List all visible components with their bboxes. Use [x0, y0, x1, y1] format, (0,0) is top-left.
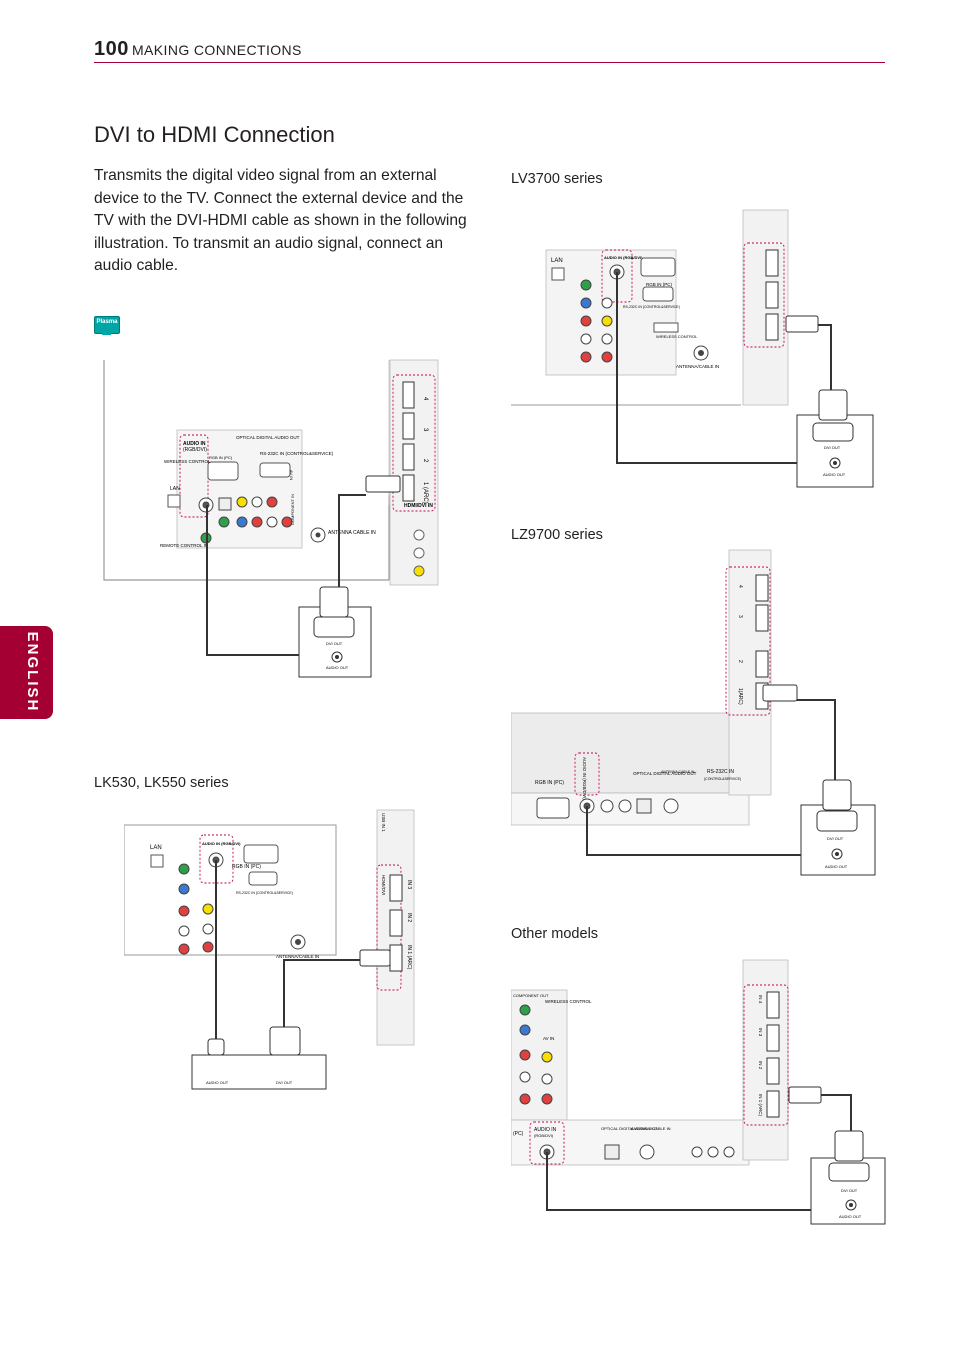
section-title: MAKING CONNECTIONS [132, 42, 302, 58]
lv3700-antenna-label: ANTENNA/CABLE IN [676, 364, 719, 369]
plasma-port-label: 4 [422, 397, 428, 401]
lz9700-port-label: 1(ARC) [737, 688, 743, 705]
lz9700-rs232-label: RS-232C IN [707, 769, 734, 775]
page-number: 100 [94, 38, 129, 60]
lz9700-optical-label: OPTICAL DIGITAL AUDIO OUT [633, 771, 697, 776]
lz9700-rgb-label: RGB IN (PC) [535, 780, 564, 786]
intro-paragraph: Transmits the digital video signal from … [94, 167, 467, 274]
lz9700-connection-diagram: 4 3 2 1(ARC) AUDIO IN (RGB/DVI) RGB IN (… [511, 549, 876, 876]
plasma-audio-in-sub: (RGB/DVI) [183, 447, 207, 453]
lk530-hdmi-label: HDMI/DVI [381, 875, 386, 895]
lk530-lan-label: LAN [150, 845, 162, 851]
header-rule [94, 62, 885, 63]
lv3700-wireless-label: WIRELESS CONTROL [656, 334, 698, 339]
plasma-connection-diagram: 4 3 2 1 (ARC) HDMI/DVI IN AUDIO IN (RGB/… [103, 359, 439, 678]
lv3700-lan-label: LAN [551, 258, 563, 264]
lk530-antenna-label: ANTENNA/CABLE IN [276, 954, 319, 959]
lz9700-dvi-out-label: DVI OUT [827, 836, 844, 841]
caption-lv3700: LV3700 series [511, 171, 603, 187]
other-port-label: IN 1 (ARC) [758, 1094, 763, 1117]
caption-other: Other models [511, 926, 599, 942]
lk530-rgb-label: RGB IN (PC) [232, 864, 261, 870]
other-wireless-label: WIRELESS CONTROL [545, 999, 592, 1004]
language-tab-label: ENGLISH [24, 631, 41, 713]
plasma-tv-icon: Plasma [94, 316, 120, 334]
lk530-port-label: IN 1 (ARC) [406, 945, 412, 970]
other-port-label: IN 2 [758, 1061, 763, 1070]
lk530-connection-diagram: IN 3 IN 2 IN 1 (ARC) HDMI/DVI USB IN 1 L… [124, 809, 415, 1090]
lk530-port-label: IN 3 [406, 880, 412, 889]
other-component-label: COMPONENT OUT [513, 993, 549, 998]
lz9700-port-label: 2 [737, 660, 743, 663]
other-audio-in-label: AUDIO IN [534, 1127, 557, 1133]
plasma-optical-label: OPTICAL DIGITAL AUDIO OUT [236, 435, 300, 440]
lz9700-port-label: 3 [737, 615, 743, 618]
lz9700-audio-out-label: AUDIO OUT [825, 864, 848, 869]
lv3700-rs232-label: RS-232C IN (CONTROL&SERVICE) [623, 305, 680, 309]
plasma-audio-in-label: AUDIO IN [183, 441, 206, 447]
caption-lz9700: LZ9700 series [511, 527, 603, 543]
lz9700-rs232-sub: (CONTROL&SERVICE) [704, 777, 741, 781]
plasma-audio-out-label: AUDIO OUT [326, 665, 349, 670]
plasma-component-label: COMPONENT IN [290, 494, 295, 525]
page-title: DVI to HDMI Connection [94, 122, 335, 147]
other-port-label: IN 4 [758, 995, 763, 1004]
lz9700-antenna-label: ANTENNA CABLE IN [661, 770, 695, 774]
other-antenna-label: ANTENNA/ CABLE IN [631, 1126, 671, 1131]
lk530-port-label: IN 2 [406, 913, 412, 922]
lz9700-audio-in-label: AUDIO IN (RGB/DVI) [582, 757, 587, 800]
plasma-dvi-out-label: DVI OUT [326, 641, 343, 646]
plasma-rgb-label: RGB IN (PC) [209, 455, 233, 460]
other-optical-label: OPTICAL DIGITAL AUDIO OUT [601, 1126, 658, 1131]
other-av-label: AV IN [543, 1036, 554, 1041]
other-connection-diagram: IN 4 IN 3 IN 2 IN 1 (ARC) COMPONENT OUT … [511, 959, 886, 1225]
plasma-tv-icon-stand [102, 333, 111, 335]
plasma-lan-label: LAN [170, 486, 180, 492]
plasma-rs232-label: RS-232C IN (CONTROL&SERVICE) [260, 451, 334, 456]
lv3700-connection-diagram: LAN AUDIO IN (RGB/DVI) RGB IN (PC) RS-23… [511, 209, 874, 488]
lz9700-port-label: 4 [737, 585, 743, 588]
other-pc-label: (PC) [513, 1131, 524, 1137]
plasma-port-label: 2 [422, 459, 428, 463]
other-audio-in-sub: (RGB/DVI) [534, 1133, 554, 1138]
lv3700-audio-out-label: AUDIO OUT [823, 472, 846, 477]
caption-lk530: LK530, LK550 series [94, 775, 229, 791]
language-tab [0, 626, 53, 719]
lk530-usb-label: USB IN 1 [381, 813, 386, 832]
plasma-port-label: 1 (ARC) [422, 482, 428, 504]
plasma-remote-label: REMOTE CONTROL IN [160, 543, 208, 548]
plasma-wireless-label: WIRELESS CONTROL [164, 459, 211, 464]
plasma-antenna-label: ANTENNA CABLE IN [328, 530, 376, 536]
lk530-rs232-label: RS-232C IN (CONTROL&SERVICE) [236, 891, 293, 895]
other-dvi-out-label: DVI OUT [841, 1188, 858, 1193]
plasma-port-label: 3 [422, 428, 428, 432]
plasma-av-label: AV IN [289, 470, 294, 480]
other-port-label: IN 3 [758, 1028, 763, 1037]
lk530-audio-in-label: AUDIO IN (RGB/DVI) [202, 841, 241, 846]
other-audio-out-label: AUDIO OUT [839, 1214, 862, 1219]
lv3700-audio-in-label: AUDIO IN (RGB/DVI) [604, 255, 643, 260]
lk530-audio-out-label: AUDIO OUT [206, 1080, 229, 1085]
lv3700-rgb-label: RGB IN (PC) [646, 282, 673, 287]
lv3700-dvi-out-label: DVI OUT [824, 445, 841, 450]
lk530-dvi-out-label: DVI OUT [276, 1080, 293, 1085]
plasma-hdmi-label: HDMI/DVI IN [404, 503, 433, 509]
